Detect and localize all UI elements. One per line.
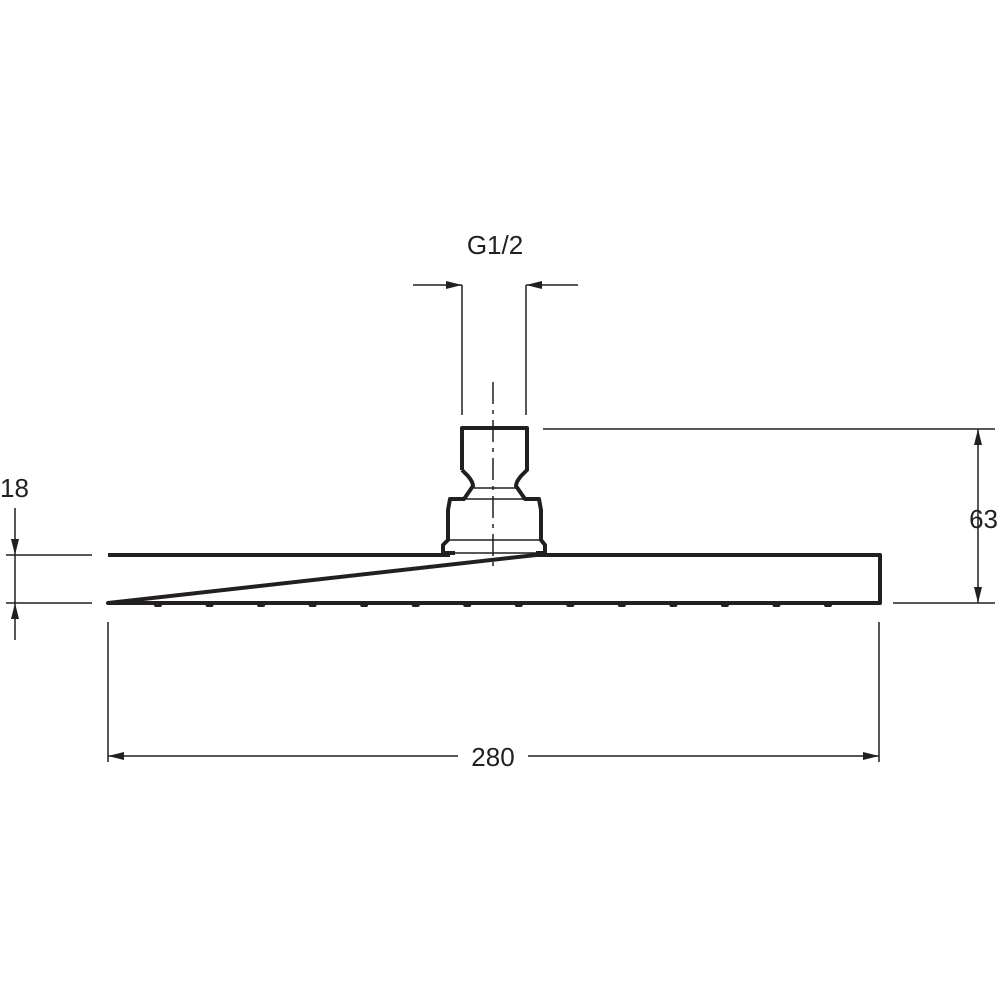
- nozzle: [824, 603, 832, 607]
- nozzle: [308, 603, 317, 607]
- nozzle: [205, 603, 214, 607]
- nozzle: [617, 603, 626, 607]
- thickness-dimension: 18: [0, 473, 92, 640]
- nozzle: [514, 603, 523, 607]
- height-dimension: 63: [543, 428, 998, 604]
- nozzle: [411, 603, 420, 607]
- width-dimension: 280: [107, 622, 880, 772]
- nozzle: [463, 603, 472, 607]
- nozzle: [360, 603, 369, 607]
- nozzle: [566, 603, 575, 607]
- nozzle: [154, 603, 162, 607]
- thread-label: G1/2: [467, 230, 523, 260]
- nozzle: [669, 603, 678, 607]
- connector-fitting: [441, 426, 547, 555]
- nozzle: [772, 603, 781, 607]
- width-label: 280: [471, 742, 514, 772]
- nozzle: [257, 603, 266, 607]
- height-label: 63: [969, 504, 998, 534]
- nozzle-group: [154, 603, 832, 607]
- thickness-label: 18: [0, 473, 29, 503]
- nozzle: [720, 603, 729, 607]
- shower-head-plate: [106, 553, 882, 605]
- thread-dimension: G1/2: [413, 230, 578, 415]
